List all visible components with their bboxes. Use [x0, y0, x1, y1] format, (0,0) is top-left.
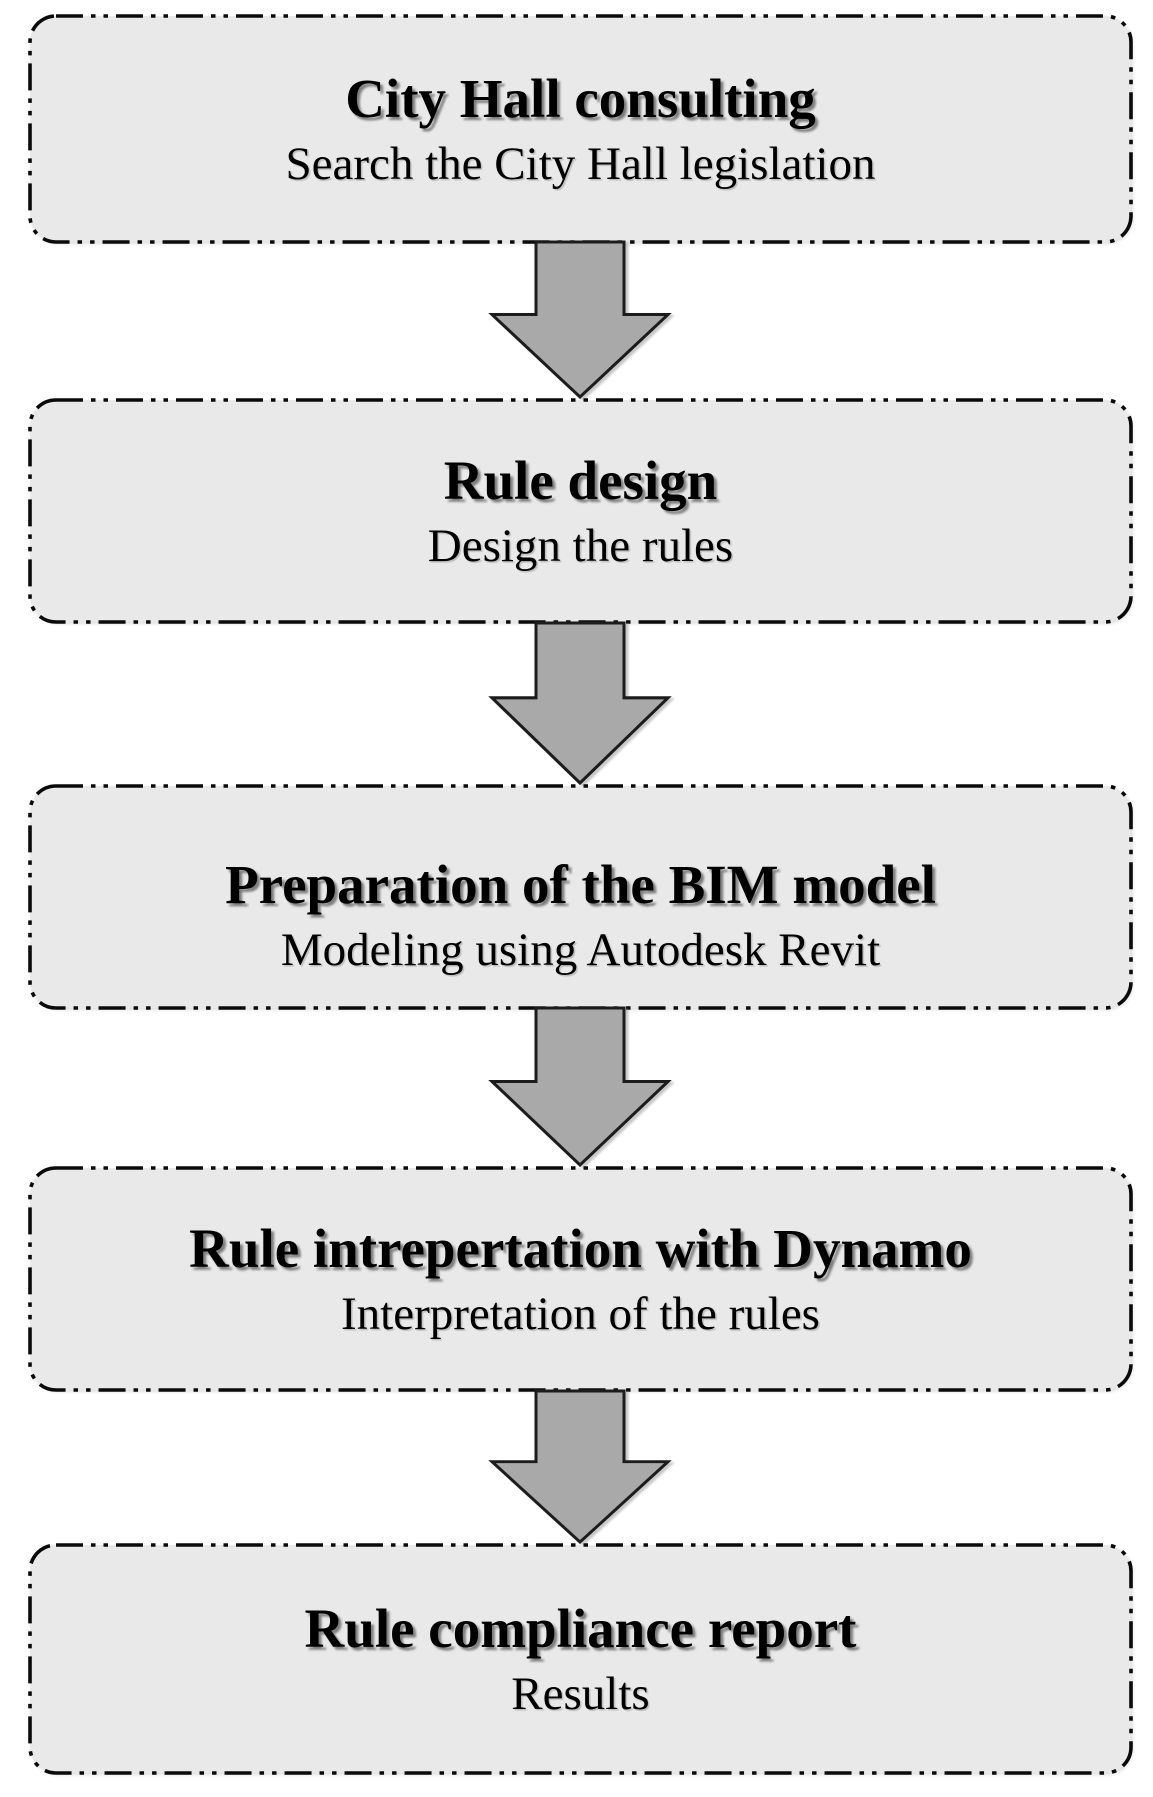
step-rule-design: Rule design Design the rules: [28, 398, 1133, 624]
down-arrow-icon: [488, 1006, 672, 1168]
step-city-hall-consulting: City Hall consulting Search the City Hal…: [28, 14, 1133, 244]
step-rule-interpretation-dynamo: Rule intrepertation with Dynamo Interpre…: [28, 1166, 1133, 1392]
step-subtitle: Design the rules: [427, 520, 734, 573]
down-arrow-icon: [488, 240, 672, 400]
step-bim-model-preparation: Preparation of the BIM model Modeling us…: [28, 784, 1133, 1010]
step-title: City Hall consulting: [345, 67, 816, 129]
step-title: Rule intrepertation with Dynamo: [189, 1217, 972, 1279]
step-rule-compliance-report: Rule compliance report Results: [28, 1543, 1133, 1775]
step-title: Rule design: [443, 449, 718, 511]
step-title: Preparation of the BIM model: [225, 853, 936, 915]
step-subtitle: Search the City Hall legislation: [285, 138, 876, 191]
step-subtitle: Results: [511, 1668, 650, 1721]
step-subtitle: Interpretation of the rules: [341, 1288, 820, 1341]
step-subtitle: Modeling using Autodesk Revit: [280, 924, 881, 977]
step-title: Rule compliance report: [304, 1597, 857, 1659]
down-arrow-icon: [488, 621, 672, 786]
down-arrow-icon: [488, 1389, 672, 1545]
